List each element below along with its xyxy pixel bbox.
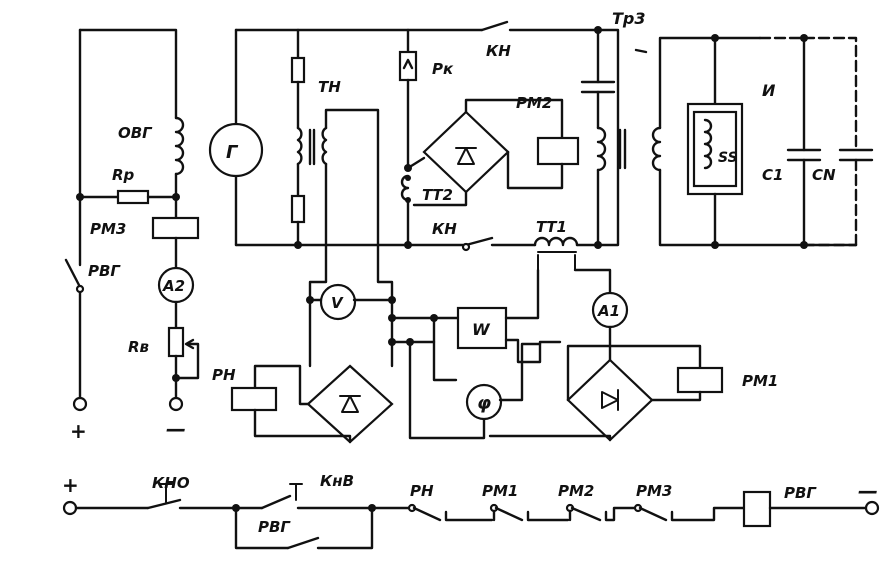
tr3-label: Тр3 xyxy=(612,9,646,28)
rm3-contact-label: РМ3 xyxy=(636,482,672,500)
tn-fuse-bottom xyxy=(290,194,306,224)
c1-label: С1 xyxy=(762,166,783,184)
control-plus-label: + xyxy=(62,473,79,497)
tr3-mark xyxy=(634,48,648,54)
rvg-relay-coil xyxy=(742,490,772,528)
rp-resistor xyxy=(116,189,150,205)
pk-fuse xyxy=(398,50,418,82)
cn-label: СN xyxy=(812,166,836,184)
tt2-coil xyxy=(400,174,410,202)
phase-meter xyxy=(465,383,503,421)
kno-label: КНО xyxy=(152,474,190,492)
tt1-label: ТТ1 xyxy=(536,218,567,236)
control-minus-label: — xyxy=(858,479,878,503)
wattmeter-label: W xyxy=(472,320,491,339)
tt2-label: ТТ2 xyxy=(422,186,453,204)
rv-rheostat xyxy=(167,326,185,358)
knv-label: КнВ xyxy=(320,472,354,490)
power-circuit: Г ТН Рк КН РМ2 ТТ2 КН ТТ1 V W φ А1 РМ1 Р… xyxy=(208,9,874,444)
a2-label: А2 xyxy=(162,277,185,295)
rm1-rectifier-bridge xyxy=(566,358,654,442)
excitation-circuit: ОВГ Rр РМ3 РВГ А2 Rв + — xyxy=(64,28,200,443)
rn-rectifier-bridge xyxy=(306,364,394,444)
rm3-relay-coil xyxy=(151,216,200,240)
pk-label: Рк xyxy=(432,60,454,78)
generator-g xyxy=(208,122,264,178)
generator-label: Г xyxy=(226,142,239,163)
control-circuit: + КНО КнВ РВГ РН РМ1 РМ2 РМ3 РВГ — xyxy=(62,472,880,550)
rm2-rectifier-bridge xyxy=(422,110,510,194)
rvg-coil-label: РВГ xyxy=(784,484,817,502)
rm1-label: РМ1 xyxy=(742,372,778,390)
tn-secondary xyxy=(321,126,328,166)
kn-mid-label: КН xyxy=(432,220,457,238)
tn-fuse-top xyxy=(290,56,306,84)
rv-label: Rв xyxy=(128,338,149,356)
wattmeter-w xyxy=(456,306,508,350)
ovg-label: ОВГ xyxy=(118,124,153,142)
capacitor-c1 xyxy=(786,148,822,162)
plus-label: + xyxy=(70,419,87,443)
rn-contact-label: РН xyxy=(410,482,434,500)
kn-top-label: КН xyxy=(486,42,511,60)
inductor-label: И xyxy=(762,81,776,100)
rvg-label: РВГ xyxy=(88,262,121,280)
rm1-contact-label: РМ1 xyxy=(482,482,518,500)
tr3-secondary xyxy=(651,126,662,172)
rm2-relay-coil xyxy=(536,136,580,166)
tr3-capacitor xyxy=(580,80,616,94)
kn-contact-top xyxy=(480,20,509,32)
ss-label: SS xyxy=(718,150,738,166)
tn-primary xyxy=(296,126,303,166)
rm2-contact-label: РМ2 xyxy=(558,482,594,500)
rp-label: Rр xyxy=(112,166,135,184)
minus-label: — xyxy=(166,417,186,441)
rvg-contact xyxy=(64,258,82,289)
rm1-relay-coil xyxy=(676,366,724,394)
tr3-primary xyxy=(596,126,607,172)
terminal-plus xyxy=(72,396,88,412)
rvg-contact-label: РВГ xyxy=(258,518,291,536)
tt1-coil xyxy=(533,236,579,247)
rn-label: РН xyxy=(212,366,236,384)
ovg-coil xyxy=(174,116,185,176)
kn-contact-mid xyxy=(464,236,494,247)
a1-label: А1 xyxy=(597,302,620,320)
phase-meter-label: φ xyxy=(477,393,491,414)
capacitor-cn xyxy=(838,148,874,162)
control-minus-terminal xyxy=(864,500,880,516)
voltmeter-v xyxy=(319,283,357,321)
rn-relay-coil xyxy=(230,386,278,412)
rm3-label: РМ3 xyxy=(90,220,126,238)
rm2-label: РМ2 xyxy=(516,94,552,112)
inductor-coil xyxy=(703,118,713,170)
terminal-minus xyxy=(168,396,184,412)
voltmeter-label: V xyxy=(331,294,344,312)
control-plus-terminal xyxy=(62,500,78,516)
tn-label: ТН xyxy=(318,78,341,96)
